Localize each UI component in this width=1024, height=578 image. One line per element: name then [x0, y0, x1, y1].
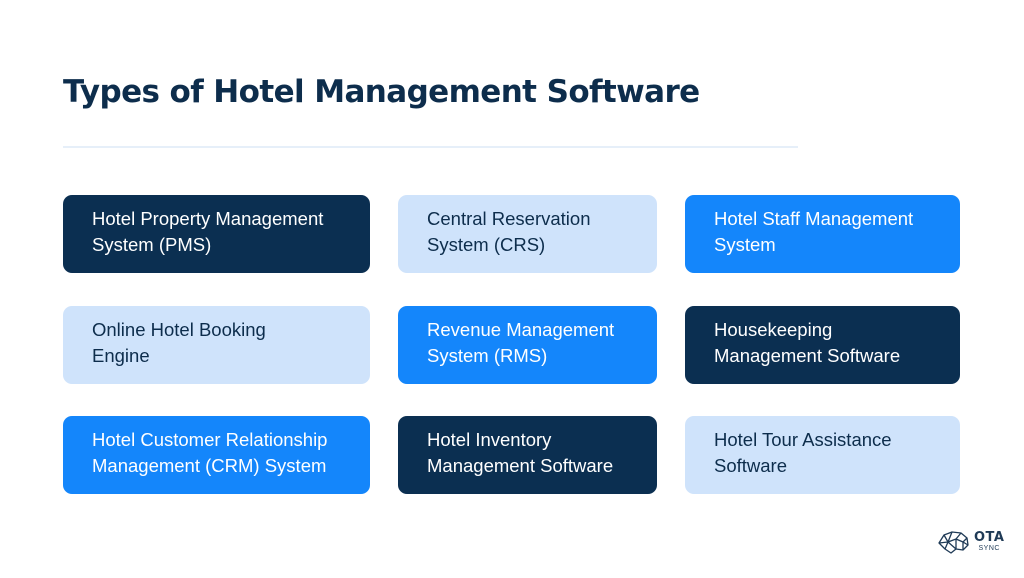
- card-line-2: Engine: [92, 345, 150, 366]
- card-pms: Hotel Property Management System (PMS): [63, 195, 370, 273]
- card-line-2: System (RMS): [427, 345, 548, 366]
- card-tour-assistance: Hotel Tour Assistance Software: [685, 416, 960, 494]
- card-line-1: Central Reservation: [427, 208, 591, 229]
- logo-text: OTA SYNC: [974, 531, 1004, 553]
- card-line-2: System: [714, 234, 776, 255]
- card-line-2: System (CRS): [427, 234, 546, 255]
- card-line-1: Hotel Customer Relationship: [92, 429, 328, 450]
- card-housekeeping: Housekeeping Management Software: [685, 306, 960, 384]
- card-line-1: Hotel Inventory: [427, 429, 552, 450]
- ota-sync-logo: OTA SYNC: [936, 530, 1004, 554]
- card-line-1: Housekeeping: [714, 319, 833, 340]
- card-line-2: System (PMS): [92, 234, 212, 255]
- card-booking-engine: Online Hotel Booking Engine: [63, 306, 370, 384]
- title-divider: [63, 146, 798, 148]
- card-staff-management: Hotel Staff Management System: [685, 195, 960, 273]
- card-inventory: Hotel Inventory Management Software: [398, 416, 657, 494]
- card-rms: Revenue Management System (RMS): [398, 306, 657, 384]
- logo-sub-text: SYNC: [978, 545, 1000, 552]
- card-line-1: Online Hotel Booking: [92, 319, 266, 340]
- card-line-2: Management Software: [714, 345, 901, 366]
- card-line-2: Management (CRM) System: [92, 455, 327, 476]
- card-line-2: Management Software: [427, 455, 614, 476]
- logo-main-text: OTA: [974, 530, 1005, 545]
- card-crm: Hotel Customer Relationship Management (…: [63, 416, 370, 494]
- card-line-2: Software: [714, 455, 788, 476]
- card-line-1: Revenue Management: [427, 319, 615, 340]
- card-crs: Central Reservation System (CRS): [398, 195, 657, 273]
- card-line-1: Hotel Property Management: [92, 208, 324, 229]
- page-title: Types of Hotel Management Software: [63, 74, 700, 110]
- card-line-1: Hotel Staff Management: [714, 208, 914, 229]
- card-line-1: Hotel Tour Assistance: [714, 429, 892, 450]
- brain-network-icon: [938, 531, 969, 554]
